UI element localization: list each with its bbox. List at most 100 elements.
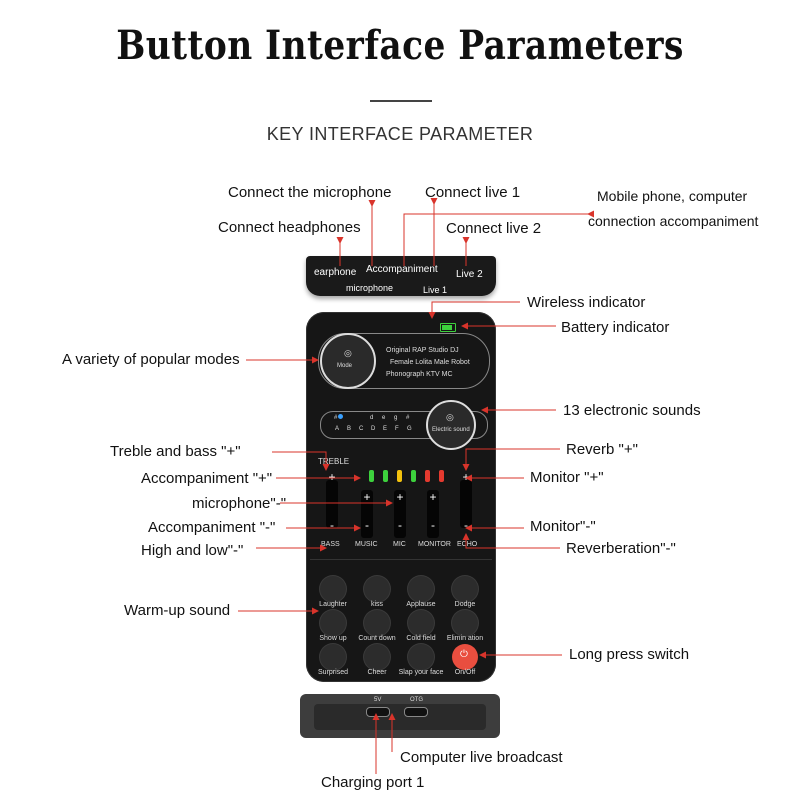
channel-label-mic: MIC <box>393 541 406 548</box>
level-led <box>369 470 374 482</box>
label-microphone-minus: microphone"-" <box>192 495 287 512</box>
pad-label: On/Off <box>454 669 476 676</box>
label-computer-live: Computer live broadcast <box>400 749 563 766</box>
sound-pad-cheer[interactable] <box>364 644 390 670</box>
label-mobile-line1: Mobile phone, computer <box>597 188 748 204</box>
sound-pad-count-down[interactable] <box>364 610 390 636</box>
label-battery-indicator: Battery indicator <box>561 319 670 336</box>
mode-knob[interactable]: ◎ Mode <box>320 333 376 389</box>
label-wireless-indicator: Wireless indicator <box>527 294 646 311</box>
label-electronic-sounds: 13 electronic sounds <box>563 402 701 419</box>
bass-plus-button[interactable]: + <box>328 470 336 484</box>
port-label-otg: OTG <box>410 697 423 703</box>
echo-fader-slot <box>460 480 472 528</box>
level-led <box>439 470 444 482</box>
electric-sound-knob[interactable]: ◎ Electric sound <box>426 400 476 450</box>
pad-label: Dodge <box>454 601 476 608</box>
bottom-port-panel: 5V OTG <box>300 694 500 738</box>
label-monitor-minus: Monitor"-" <box>530 518 596 535</box>
callout-line <box>462 448 560 471</box>
label-connect-live1: Connect live 1 <box>425 184 521 201</box>
port-label-live2: Live 2 <box>456 269 483 280</box>
label-charging-port: Charging port 1 <box>321 774 425 791</box>
port-label-earphone: earphone <box>314 267 357 278</box>
pad-label: Cold field <box>406 635 436 642</box>
callout-line <box>428 301 520 319</box>
level-led <box>383 470 388 482</box>
sound-pad-dodge[interactable] <box>452 576 478 602</box>
channel-label-music: MUSIC <box>355 541 378 548</box>
key-label: G <box>407 426 412 432</box>
music-fader-slot <box>361 490 373 538</box>
label-accompaniment-plus: Accompaniment "+" <box>141 470 273 487</box>
level-led <box>397 470 402 482</box>
pad-label: Slap your face <box>398 669 444 676</box>
pad-label: Applause <box>406 601 436 608</box>
callout-line <box>272 451 330 471</box>
power-icon: ⏻ <box>460 649 468 660</box>
music-plus-button[interactable]: + <box>363 490 371 504</box>
sound-pad-laughter[interactable] <box>320 576 346 602</box>
label-connect-microphone: Connect the microphone <box>228 184 392 201</box>
channel-label-bass: BASS <box>321 541 340 548</box>
sound-pad-elimination[interactable] <box>452 610 478 636</box>
mic-plus-button[interactable]: + <box>396 490 404 504</box>
label-connect-live2: Connect live 2 <box>446 220 542 237</box>
callout-line <box>403 210 594 266</box>
sound-pad-cold-field[interactable] <box>408 610 434 636</box>
key-label: E <box>383 426 388 432</box>
pad-label: Surprised <box>318 669 348 676</box>
label-accompaniment-minus: Accompaniment "-" <box>148 519 276 536</box>
monitor-plus-button[interactable]: + <box>429 490 437 504</box>
sound-pad-show-up[interactable] <box>320 610 346 636</box>
title-divider <box>370 100 432 102</box>
electric-sound-label: Electric sound <box>432 427 470 433</box>
sound-pad-surprised[interactable] <box>320 644 346 670</box>
pad-label: Count down <box>358 635 396 642</box>
label-long-press-switch: Long press switch <box>569 646 690 663</box>
mode-knob-label: Mode <box>337 363 353 369</box>
port-label-5v: 5V <box>374 697 382 703</box>
port-label-accompaniment: Accompaniment <box>366 264 438 275</box>
bottom-panel-face <box>314 704 486 730</box>
power-button[interactable]: ⏻ <box>452 644 478 670</box>
label-mobile-line2: connection accompaniment <box>588 213 759 229</box>
mic-minus-button[interactable]: - <box>398 518 402 532</box>
channel-label-monitor: MONITOR <box>418 541 451 548</box>
page-subtitle: KEY INTERFACE PARAMETER <box>266 124 534 144</box>
label-high-low-minus: High and low"-" <box>141 542 244 559</box>
mode-line-1: Original RAP Studio DJ <box>386 347 459 354</box>
monitor-minus-button[interactable]: - <box>431 518 435 532</box>
sound-pad-slap[interactable] <box>408 644 434 670</box>
key-label: A <box>335 426 340 432</box>
page-title: Button Interface Parameters <box>116 22 684 69</box>
bass-minus-button[interactable]: - <box>330 518 334 532</box>
key-top-label: # <box>334 415 338 421</box>
port-label-microphone: microphone <box>346 283 394 293</box>
sound-pad-kiss[interactable] <box>364 576 390 602</box>
mode-knob-icon: ◎ <box>344 348 352 358</box>
key-label: D <box>371 426 376 432</box>
treble-label: TREBLE <box>318 457 350 466</box>
mic-fader-slot <box>394 490 406 538</box>
music-minus-button[interactable]: - <box>365 518 369 532</box>
label-treble-bass-plus: Treble and bass "+" <box>110 443 241 460</box>
key-top-label: g <box>394 415 398 421</box>
pad-label: Elimin ation <box>446 635 484 642</box>
monitor-fader-slot <box>427 490 439 538</box>
key-top-label: # <box>406 415 410 421</box>
label-reverberation-minus: Reverberation"-" <box>566 540 676 557</box>
pad-label: kiss <box>370 601 384 608</box>
sound-pad-applause[interactable] <box>408 576 434 602</box>
key-label: F <box>395 426 399 432</box>
channel-label-echo: ECHO <box>457 541 478 548</box>
pad-label: Laughter <box>319 601 347 608</box>
key-top-label: d <box>370 415 374 421</box>
mode-line-3: Phonograph KTV MC <box>386 371 453 378</box>
mixer-divider <box>310 559 492 560</box>
key-top-label: e <box>382 415 386 421</box>
label-connect-headphones: Connect headphones <box>218 219 361 236</box>
top-connector-panel: earphone Accompaniment Live 2 microphone… <box>306 256 496 296</box>
callout-line <box>462 533 560 549</box>
